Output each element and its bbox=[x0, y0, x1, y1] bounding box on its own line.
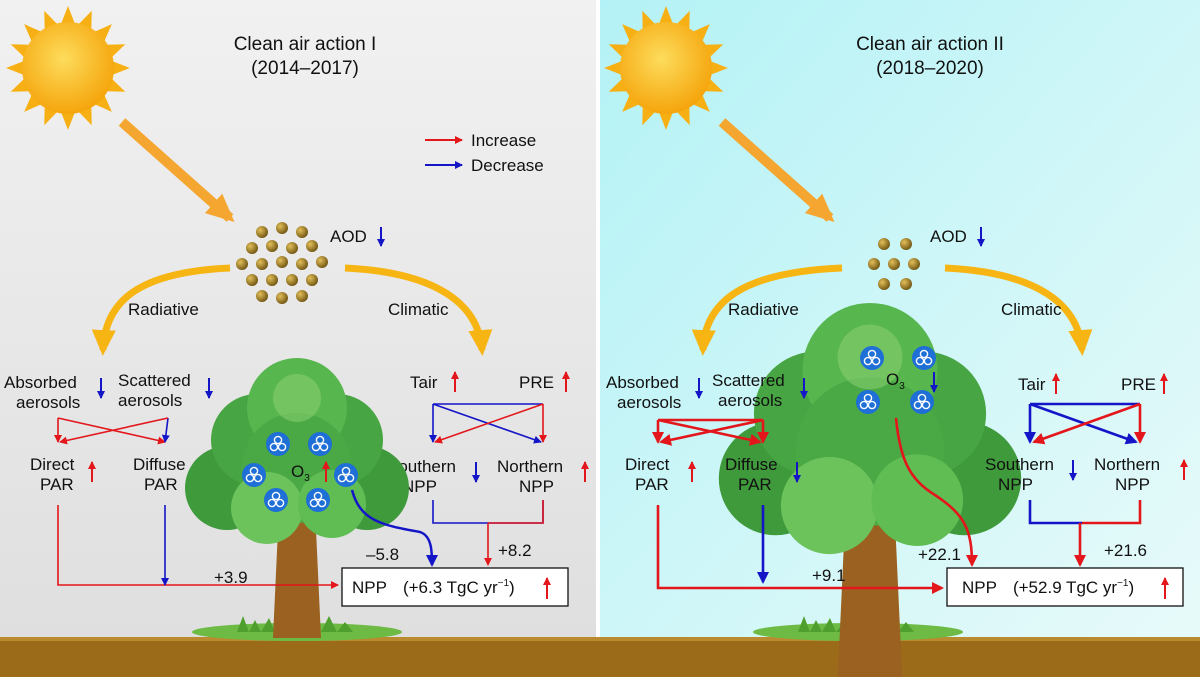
left-value-o3: –5.8 bbox=[366, 545, 399, 564]
sun-icon bbox=[604, 6, 728, 130]
right-scattered-label-2: aerosols bbox=[718, 391, 782, 410]
right-o3-effect-arrow bbox=[894, 417, 978, 567]
left-o3-label: O3 bbox=[291, 462, 310, 484]
left-o3-effect-arrow bbox=[350, 489, 438, 567]
left-radiative-cross-arrows bbox=[54, 417, 170, 445]
right-npp-text: NPP(+52.9 TgC yr−1) bbox=[962, 578, 1134, 597]
sunlight-arrow bbox=[718, 118, 835, 222]
left-panel: Clean air action I (2014–2017) Increase … bbox=[4, 6, 589, 641]
legend: Increase Decrease bbox=[425, 131, 544, 175]
right-diffuse-label-1: Diffuse bbox=[725, 455, 778, 474]
right-aod-label: AOD bbox=[930, 227, 967, 246]
right-radiative-label: Radiative bbox=[728, 300, 799, 319]
left-direct-label-2: PAR bbox=[40, 475, 74, 494]
left-title-line1: Clean air action I bbox=[234, 34, 377, 55]
left-aod-label: AOD bbox=[330, 227, 367, 246]
legend-decrease-label: Decrease bbox=[471, 156, 544, 175]
right-radiative-cross-arrows bbox=[652, 418, 769, 446]
right-npp-box bbox=[946, 567, 1184, 607]
right-pre-label: PRE bbox=[1121, 375, 1156, 394]
left-northern-label-1: Northern bbox=[497, 457, 563, 476]
right-climatic-label: Climatic bbox=[1001, 300, 1062, 319]
sunlight-arrow bbox=[118, 118, 235, 222]
right-climatic-cross-arrows bbox=[1024, 402, 1146, 445]
left-radiative-label: Radiative bbox=[128, 300, 199, 319]
right-southern-flow bbox=[1028, 500, 1082, 525]
right-climatic-arrow bbox=[944, 264, 1093, 356]
left-direct-label-1: Direct bbox=[30, 455, 75, 474]
left-absorbed-label-1: Absorbed bbox=[4, 373, 77, 392]
left-npp-text: NPP(+6.3 TgC yr−1) bbox=[352, 578, 515, 597]
left-climatic-cross-arrows bbox=[429, 403, 547, 444]
right-title-line2: (2018–2020) bbox=[876, 58, 984, 79]
right-absorbed-label-2: aerosols bbox=[617, 393, 681, 412]
ground bbox=[0, 637, 1200, 677]
right-value-direct: +9.1 bbox=[812, 566, 846, 585]
left-climatic-arrow bbox=[344, 264, 493, 356]
left-value-direct: +3.9 bbox=[214, 568, 248, 587]
right-northern-label-1: Northern bbox=[1094, 455, 1160, 474]
right-title-line1: Clean air action II bbox=[856, 34, 1004, 55]
left-northern-flow bbox=[488, 500, 544, 524]
right-tair-label: Tair bbox=[1018, 375, 1046, 394]
right-southern-label-1: Southern bbox=[985, 455, 1054, 474]
left-absorbed-label-2: aerosols bbox=[16, 393, 80, 412]
left-southern-label-2: NPP bbox=[402, 477, 437, 496]
right-direct-label-2: PAR bbox=[635, 475, 669, 494]
left-diffuse-label-2: PAR bbox=[144, 475, 178, 494]
ground-edge bbox=[0, 637, 1200, 641]
right-absorbed-label-1: Absorbed bbox=[606, 373, 679, 392]
legend-increase-label: Increase bbox=[471, 131, 536, 150]
left-scattered-label-1: Scattered bbox=[118, 371, 191, 390]
right-northern-flow bbox=[1082, 500, 1142, 525]
right-northern-label-2: NPP bbox=[1115, 475, 1150, 494]
left-radiative-arrow bbox=[91, 264, 231, 356]
right-direct-flow bbox=[656, 505, 944, 594]
left-tair-label: Tair bbox=[410, 373, 438, 392]
right-diffuse-label-2: PAR bbox=[738, 475, 772, 494]
right-value-climatic: +21.6 bbox=[1104, 541, 1147, 560]
left-value-climatic: +8.2 bbox=[498, 541, 532, 560]
right-panel: Clean air action II (2018–2020) AOD Radi… bbox=[604, 6, 1188, 677]
right-direct-label-1: Direct bbox=[625, 455, 670, 474]
left-direct-flow bbox=[57, 505, 339, 589]
panel-divider bbox=[596, 0, 600, 677]
left-npp-box bbox=[341, 567, 569, 607]
right-o3-label: O3 bbox=[886, 370, 905, 392]
left-climatic-label: Climatic bbox=[388, 300, 449, 319]
left-title-line2: (2014–2017) bbox=[251, 58, 359, 79]
left-northern-label-2: NPP bbox=[519, 477, 554, 496]
left-scattered-label-2: aerosols bbox=[118, 391, 182, 410]
left-pre-label: PRE bbox=[519, 373, 554, 392]
left-diffuse-label-1: Diffuse bbox=[133, 455, 186, 474]
right-southern-label-2: NPP bbox=[998, 475, 1033, 494]
right-scattered-label-1: Scattered bbox=[712, 371, 785, 390]
right-radiative-arrow bbox=[691, 264, 843, 356]
sun-icon bbox=[6, 6, 130, 130]
right-value-o3: +22.1 bbox=[918, 545, 961, 564]
